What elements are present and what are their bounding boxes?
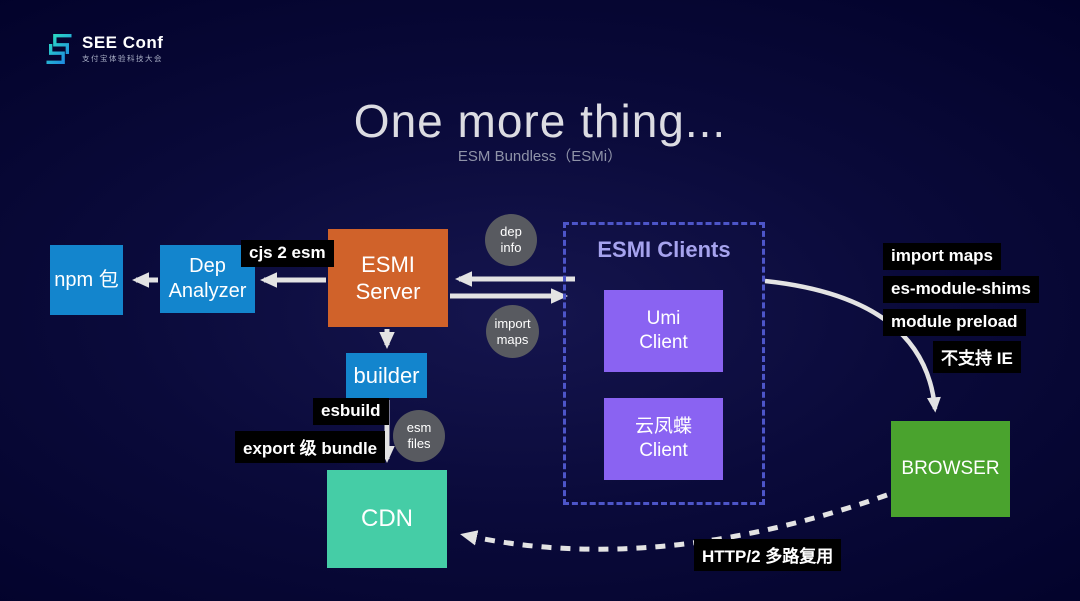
- circle-esm-files: esm files: [393, 410, 445, 462]
- badge-es-module-shims: es-module-shims: [883, 276, 1039, 303]
- node-browser: BROWSER: [891, 421, 1010, 517]
- node-esmi-server: ESMI Server: [328, 229, 448, 327]
- see-conf-logo: SEE Conf 支付宝体验科技大会: [44, 33, 163, 65]
- circle-dep-info: dep info: [485, 214, 537, 266]
- circle-import-maps: import maps: [486, 305, 539, 358]
- slide-title: One more thing...: [353, 95, 727, 147]
- slide-subtitle: ESM Bundless（ESMi）: [457, 148, 623, 165]
- node-npm-package: npm 包: [50, 245, 123, 315]
- esmi-clients-title: ESMI Clients: [597, 237, 731, 262]
- logo-title: SEE Conf: [82, 32, 164, 52]
- node-cdn: CDN: [327, 470, 447, 568]
- node-builder: builder: [346, 353, 427, 398]
- badge-cjs-2-esm: cjs 2 esm: [241, 240, 334, 267]
- logo-subtitle: 支付宝体验科技大会: [82, 54, 163, 64]
- see-conf-logo-icon: [46, 34, 72, 64]
- node-umi-client: Umi Client: [604, 290, 723, 372]
- node-dep-analyzer: Dep Analyzer: [160, 245, 255, 313]
- node-yunfengdie-client: 云凤蝶 Client: [604, 398, 723, 480]
- badge-export-bundle: export 级 bundle: [235, 431, 386, 463]
- badge-module-preload: module preload: [883, 309, 1026, 336]
- badge-http2-multiplex: HTTP/2 多路复用: [694, 539, 842, 571]
- badge-esbuild: esbuild: [313, 398, 389, 425]
- arrow-browser-to-cdn-dashed: [460, 492, 888, 552]
- badge-no-ie-support: 不支持 IE: [933, 341, 1021, 373]
- esmi-clients-group: ESMI Clients Umi Client 云凤蝶 Client: [563, 222, 765, 505]
- badge-import-maps: import maps: [883, 243, 1002, 270]
